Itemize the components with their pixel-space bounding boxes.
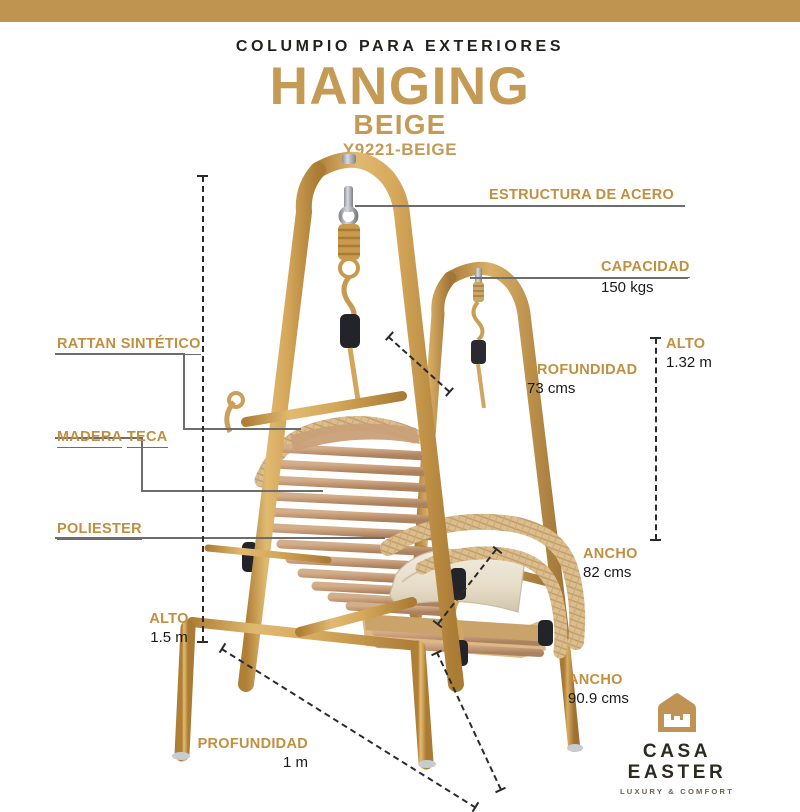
callout-rattan-line2: SINTÉTICO (120, 336, 201, 355)
dimline-seat-height (655, 338, 657, 540)
callout-steel: ESTRUCTURA DE ACERO (489, 186, 675, 206)
callout-polyester: POLIESTER (57, 520, 142, 540)
dimcap-frame-height-bottom (197, 641, 208, 643)
product-sku: Y9221-BEIGE (342, 140, 458, 159)
dimension-frame-height-value: 1.5 m (150, 629, 188, 646)
header-subtitle: BEIGE (353, 109, 447, 140)
dimcap-frame-depth-end (471, 801, 480, 812)
callout-teak-line2: TECA (126, 429, 168, 448)
dimension-seat-height: ALTO 1.32 m (666, 336, 712, 372)
dimension-seat-height-value: 1.32 m (666, 354, 712, 371)
dimension-frame-depth: PROFUNDIDAD 1 m (190, 736, 308, 772)
dimension-seat-depth-title: PROFUNDIDAD (527, 362, 638, 378)
dimension-frame-width-title: ANCHO (568, 672, 623, 688)
callout-capacity: CAPACIDAD 150 kgs (601, 258, 690, 297)
dimcap-seat-height-top (650, 337, 661, 339)
leader-rattan-in (183, 428, 301, 430)
brand-logo: CASA EASTER LUXURY & COMFORT (592, 692, 762, 797)
dimension-frame-height: ALTO 1.5 m (142, 611, 196, 647)
dimcap-seat-height-bottom (650, 539, 661, 541)
callout-capacity-title: CAPACIDAD (601, 259, 690, 278)
brand-tagline: LUXURY & COMFORT (619, 787, 735, 796)
leader-capacity (470, 277, 688, 279)
leader-teak-drop (141, 437, 143, 491)
brand-name: CASA EASTER (627, 741, 727, 783)
leader-teak-top (55, 437, 143, 439)
dimension-seat-width: ANCHO 82 cms (583, 546, 638, 582)
dimension-seat-width-title: ANCHO (583, 546, 638, 562)
callout-rattan-line1: RATTAN (57, 336, 117, 355)
callout-teak: MADERA TECA (57, 428, 168, 448)
header-kicker: COLUMPIO PARA EXTERIORES (235, 38, 565, 55)
leader-polyester (55, 537, 385, 539)
top-gold-bar (0, 0, 800, 22)
product-illustration (172, 151, 586, 770)
dimension-frame-depth-value: 1 m (282, 754, 308, 771)
house-arch-icon (658, 693, 696, 732)
leader-rattan-top (55, 353, 185, 355)
dimension-seat-width-value: 82 cms (583, 564, 632, 581)
callout-capacity-value: 150 kgs (601, 279, 654, 296)
header-block: COLUMPIO PARA EXTERIORES HANGING BEIGE Y… (0, 36, 800, 159)
dimension-seat-depth-value: 73 cms (527, 380, 576, 397)
callout-polyester-title: POLIESTER (57, 521, 142, 540)
callout-rattan: RATTAN SINTÉTICO (57, 335, 201, 355)
dimline-frame-height (202, 176, 204, 642)
dimension-frame-width: ANCHO 90.9 cms (568, 672, 629, 708)
dimension-frame-width-value: 90.9 cms (568, 690, 629, 707)
callout-steel-title: ESTRUCTURA DE ACERO (489, 187, 675, 206)
leader-teak-in (141, 490, 323, 492)
dimension-frame-depth-title: PROFUNDIDAD (197, 736, 308, 752)
dimension-frame-height-title: ALTO (149, 611, 189, 627)
leader-rattan-drop (183, 353, 185, 429)
dimcap-frame-height-top (197, 175, 208, 177)
page-title: HANGING (269, 57, 531, 116)
callout-teak-line1: MADERA (57, 429, 123, 448)
dimension-seat-depth: PROFUNDIDAD 73 cms (527, 362, 637, 398)
dimension-seat-height-title: ALTO (666, 336, 706, 352)
